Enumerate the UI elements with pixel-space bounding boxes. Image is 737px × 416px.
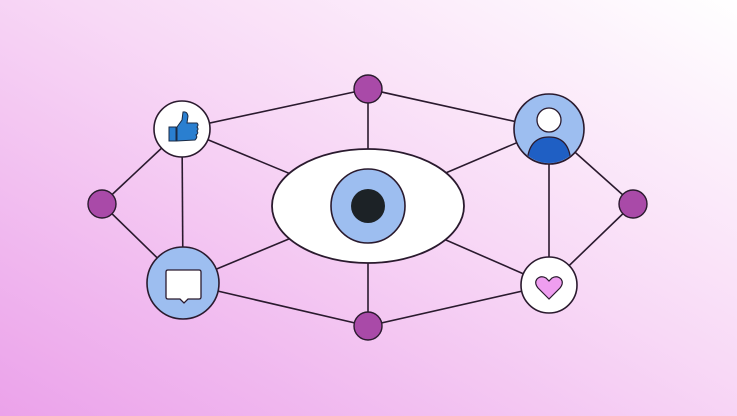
chat-bubble-icon (165, 269, 202, 304)
connection-line (367, 284, 550, 327)
purple-node-right (618, 189, 648, 219)
eye-icon (271, 148, 465, 264)
network-nodes (87, 74, 648, 341)
user-node (513, 93, 585, 165)
purple-node-left (87, 189, 117, 219)
heart-icon (535, 276, 563, 300)
purple-node-top (353, 74, 383, 104)
chat-node (146, 246, 220, 320)
thumbs-up-node (153, 100, 211, 158)
eye-pupil (351, 189, 385, 223)
heart-node (520, 256, 578, 314)
thumbs-up-icon (168, 111, 199, 142)
user-icon (526, 107, 572, 163)
connection-line (181, 88, 369, 130)
purple-node-bottom (353, 311, 383, 341)
